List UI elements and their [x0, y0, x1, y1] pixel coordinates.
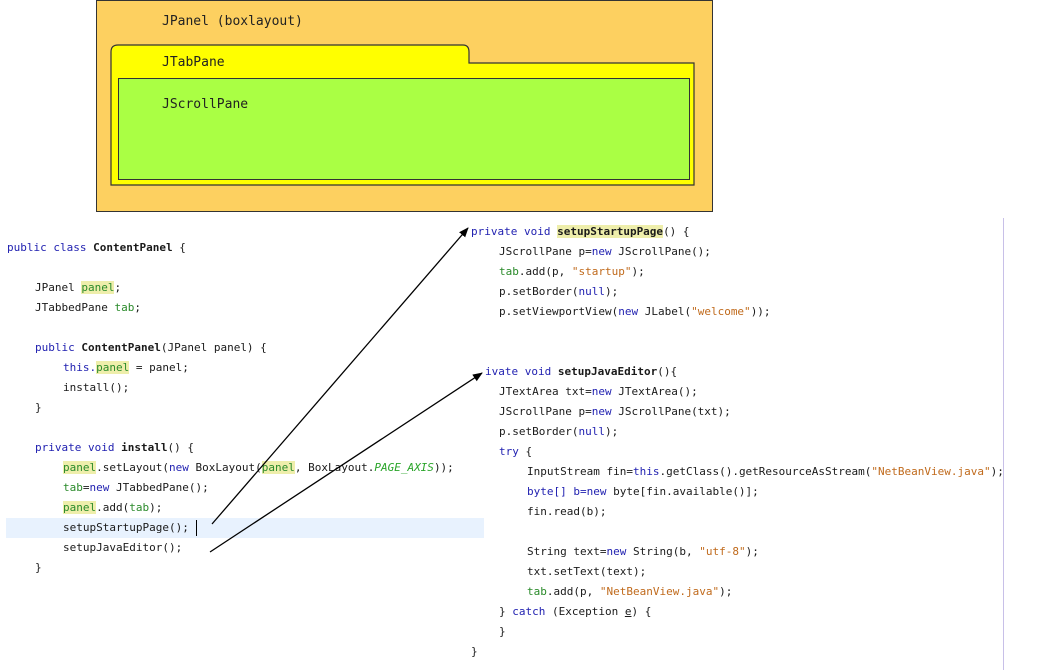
constructor-declaration: public ContentPanel(JPanel panel) { — [35, 341, 267, 354]
current-line-highlight — [6, 518, 484, 538]
editor-line-9: txt.setText(text); — [527, 565, 647, 578]
jtabpane-label: JTabPane — [162, 55, 225, 70]
constructor-body-2: install(); — [63, 381, 130, 394]
editor-line-8: String text=new String(b, "utf-8"); — [527, 545, 759, 558]
arrow-java-editor — [209, 372, 483, 553]
editor-line-13: } — [471, 645, 478, 658]
startup-line-1: JScrollPane p=new JScrollPane(); — [499, 245, 711, 258]
jscrollpane-label: JScrollPane — [162, 97, 249, 112]
class-declaration: public class ContentPanel { — [7, 241, 186, 254]
editor-line-3: p.setBorder(null); — [499, 425, 619, 438]
install-declaration: private void install() { — [35, 441, 194, 454]
install-line-5: setupJavaEditor(); — [63, 541, 183, 554]
jscrollpane-box — [118, 78, 690, 180]
editor-line-11: } catch (Exception e) { — [499, 605, 652, 618]
editor-line-1: JTextArea txt=new JTextArea(); — [499, 385, 698, 398]
startup-declaration: private void setupStartupPage() { — [471, 225, 690, 238]
constructor-body-1: this.panel = panel; — [63, 361, 189, 374]
arrow-startup — [211, 227, 469, 525]
startup-line-3: p.setBorder(null); — [499, 285, 619, 298]
install-line-4: setupStartupPage(); — [63, 521, 189, 534]
constructor-close: } — [35, 401, 42, 414]
jpanel-label: JPanel (boxlayout) — [162, 14, 303, 29]
editor-line-5: InputStream fin=this.getClass().getResou… — [527, 465, 1004, 478]
editor-line-2: JScrollPane p=new JScrollPane(txt); — [499, 405, 731, 418]
editor-line-6: byte[] b=new byte[fin.available()]; — [527, 485, 759, 498]
field-panel: JPanel panel; — [35, 281, 122, 294]
editor-line-12: } — [499, 625, 506, 638]
install-line-1: panel.setLayout(new BoxLayout(panel, Box… — [63, 461, 454, 474]
editor-line-7: fin.read(b); — [527, 505, 607, 518]
editor-right-margin — [1003, 218, 1004, 670]
startup-line-2: tab.add(p, "startup"); — [499, 265, 645, 278]
install-close: } — [35, 561, 42, 574]
text-caret — [196, 520, 197, 536]
install-line-3: panel.add(tab); — [63, 501, 163, 514]
startup-line-4: p.setViewportView(new JLabel("welcome"))… — [499, 305, 771, 318]
install-line-2: tab=new JTabbedPane(); — [63, 481, 209, 494]
editor-line-4: try { — [499, 445, 533, 458]
java-editor-declaration: ivate void setupJavaEditor(){ — [485, 365, 678, 378]
editor-line-10: tab.add(p, "NetBeanView.java"); — [527, 585, 733, 598]
field-tab: JTabbedPane tab; — [35, 301, 141, 314]
